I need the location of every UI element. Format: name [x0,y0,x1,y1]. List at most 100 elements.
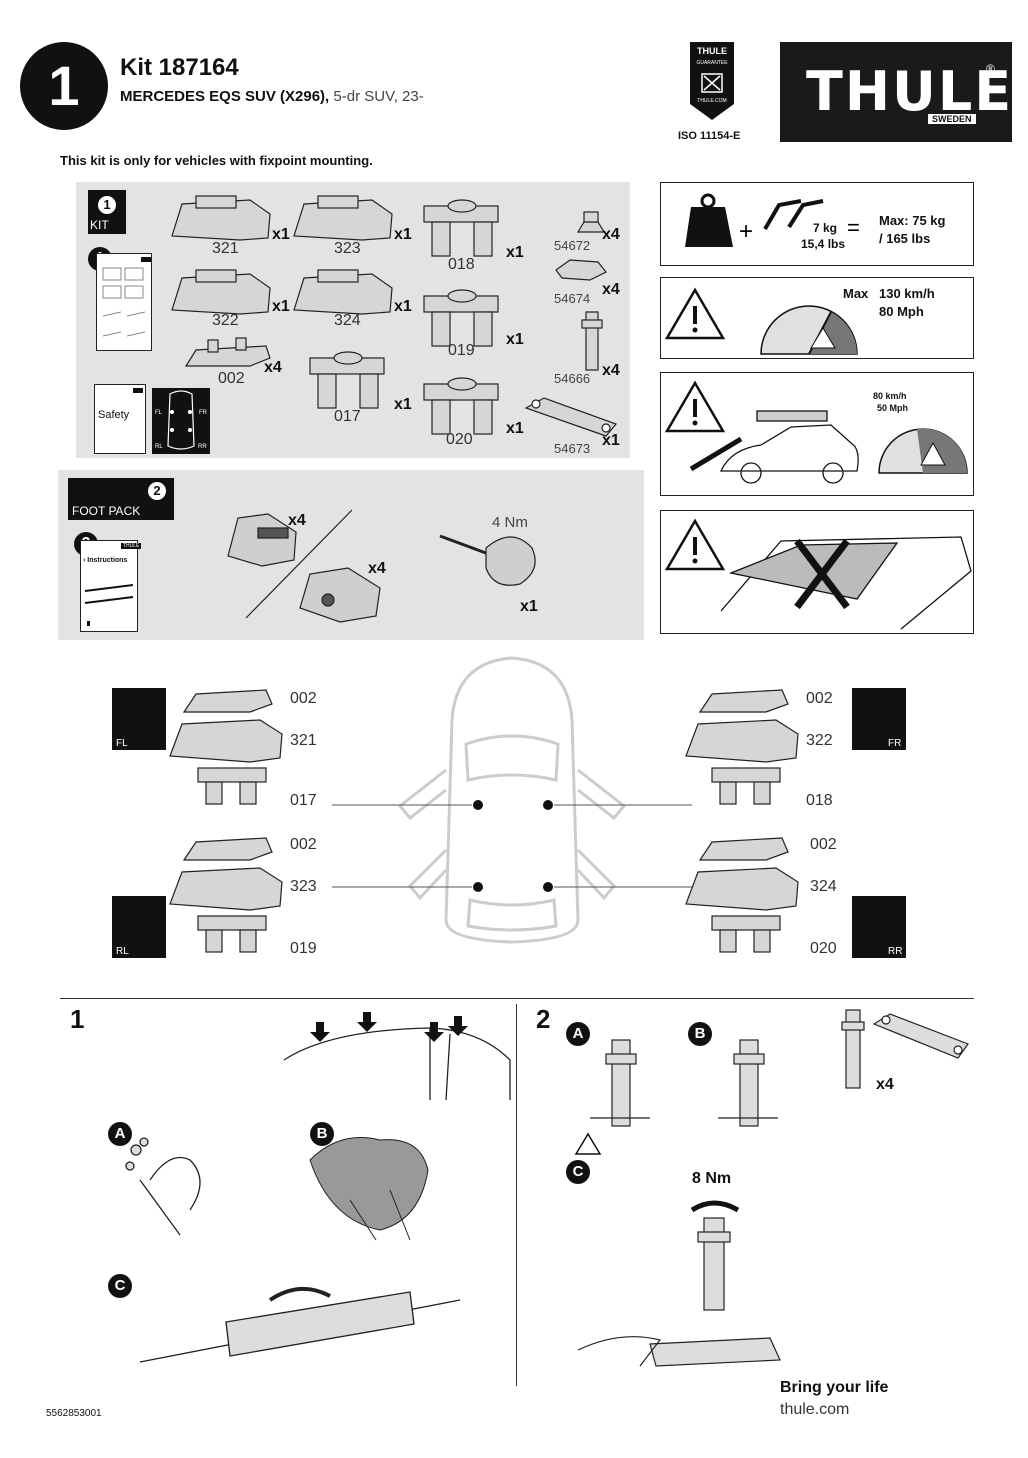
bar-weight-kg: 7 kg [813,221,838,235]
assembly-fl [169,689,283,805]
max-speed-label: Max [843,286,869,301]
part-qty-020: x1 [506,420,524,437]
step-badge: 1 [20,42,108,130]
foot-pack-number: 2 [148,482,166,500]
vehicle-line: MERCEDES EQS SUV (X296), 5-dr SUV, 23- [120,88,424,105]
part-qty-019: x1 [506,331,524,348]
pos-fl: FL [155,410,163,416]
foot-drawing-1 [227,513,297,567]
car-with-load-icon [689,410,859,484]
foot-pack-box-icon: FOOT PACK 2 [68,478,174,520]
bar-weight-lbs: 15,4 lbs [801,237,846,251]
speed-limit-box: Max 130 km/h 80 Mph [660,277,974,359]
bolt-54666-drawing [581,311,603,371]
part-code-020: 020 [446,431,473,448]
thule-logo: THULE SWEDEN ® [780,42,1012,142]
rl-code-bracket: 019 [290,940,317,957]
logo-reg: ® [986,62,995,76]
part-code-002: 002 [218,370,245,387]
svg-text:=: = [847,215,860,240]
step-1-number: 1 [70,1004,85,1034]
website-link[interactable]: thule.com [780,1401,850,1418]
bolt-x4 [841,1009,865,1089]
down-arrows-icon [310,1012,468,1042]
assembly-fr [685,689,799,805]
rail-cover-drawing [139,1286,461,1363]
wrench-54673-drawing [524,397,618,437]
clip-002-drawing [184,337,271,367]
guarantee-shield-icon [690,42,734,120]
pos-rl: RL [155,444,163,450]
pos-fr: FR [199,410,207,416]
foot-booklet-brand: THULE [121,543,142,549]
part-code-019: 019 [448,342,475,359]
assembly-rr [685,837,799,953]
corner-fl: FL [116,738,128,749]
cross-icon [794,538,850,610]
fr-code-pad: 322 [806,732,833,749]
max-load-kg: Max: 75 kg [879,213,946,228]
speedometer-icon [760,305,858,355]
pad-324-drawing [293,269,393,315]
fl-code-clip: 002 [290,690,317,707]
position-card: FL FR RL RR [152,388,210,454]
speedometer-icon [878,428,968,474]
foot-pack-label: FOOT PACK [72,504,141,518]
bolt-b [718,1039,778,1127]
bolt-torque: 8 Nm [692,1170,732,1187]
rl-code-pad: 323 [290,878,317,895]
bolt-a [590,1039,650,1127]
wrench-small [872,1013,969,1059]
weight-icon [685,193,733,247]
tool-torque: 4 Nm [492,514,528,531]
part-code-322: 322 [212,312,239,329]
load-speed-icons [664,380,968,484]
no-roof-load-icons [664,518,972,630]
foot-booklet-title: › Instructions [83,557,128,564]
guarantee-text: GUARANTEE [696,60,728,66]
bracket-020-drawing [423,377,499,435]
car-top-icon [167,390,195,450]
part-code-018: 018 [448,256,475,273]
part-qty-322: x1 [272,298,290,315]
part-code-54672: 54672 [554,238,591,253]
part-code-017: 017 [334,408,361,425]
vehicle-type: 5-dr SUV, 23- [329,88,424,105]
part-qty-002: x4 [264,359,282,376]
warning-triangle-icon [664,287,726,340]
load-info-box: + = 7 kg 15,4 lbs Max: 75 kg / 165 lbs [660,182,974,266]
max-speed-mph: 80 Mph [879,304,924,319]
part-qty-54666: x4 [602,362,620,379]
warning-triangle-small-icon [574,1132,602,1155]
part-code-321: 321 [212,240,239,257]
steps-divider-h [60,998,974,999]
instructions-booklet-icon [96,253,152,351]
fixpoint-markers [473,800,553,892]
kit-number: 1 [98,196,116,214]
vehicle-model: MERCEDES EQS SUV (X296), [120,88,330,105]
torque-tool-drawing [439,534,536,586]
bolt-c [697,1217,731,1311]
warning-triangle-icon [664,380,726,433]
guarantee-url: THULE.COM [697,98,727,104]
reduced-speed-kmh: 80 km/h [873,391,907,401]
corner-rr: RR [888,946,903,957]
tool-qty: x1 [520,598,538,615]
bracket-019-drawing [423,289,499,347]
pad-321-drawing [171,195,271,241]
part-qty-018: x1 [506,244,524,261]
part-code-324: 324 [334,312,361,329]
iso-label: ISO 11154-E [678,130,741,142]
step-1b-badge: B [310,1122,334,1146]
load-speed-box: 80 km/h 50 Mph [660,372,974,496]
kit-label: KIT [90,218,109,232]
warning-triangle-icon [664,518,726,571]
doc-number: 5562853001 [46,1408,102,1419]
part-qty-54674: x4 [602,281,620,298]
logo-wordmark: THULE [806,60,1014,123]
kit-box-icon: 1 KIT [88,190,126,234]
roof-bar-icon [763,199,824,231]
fl-code-bracket: 017 [290,792,317,809]
